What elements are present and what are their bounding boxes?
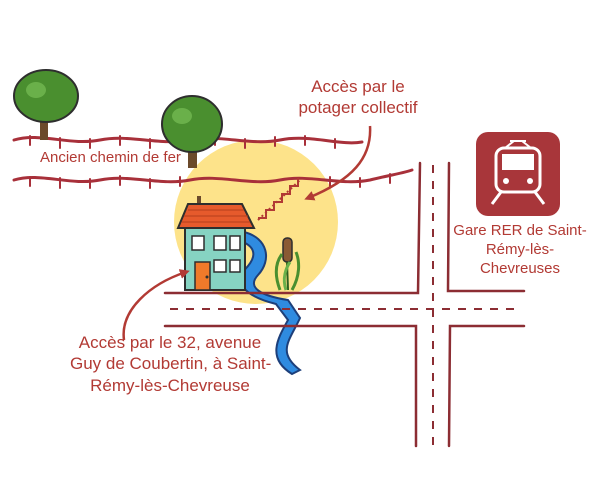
rer-station-line-1: Gare RER de Saint-: [453, 222, 587, 239]
road-center-dashes: [170, 165, 520, 446]
garden-access-line-2: potager collectif: [298, 98, 418, 118]
rer-station-line-3: Chevreuses: [479, 259, 561, 277]
street-access-label: Accès par le 32, avenue Guy de Coubertin…: [70, 332, 272, 396]
garden-access-line-1: Accès par le: [311, 77, 405, 96]
cattail-icon: [274, 237, 301, 291]
arrow-icon: [122, 269, 190, 341]
road-network: [163, 161, 526, 448]
street-access-line-1: Accès par le 32, avenue: [78, 333, 262, 352]
garden-access-label: Accès par le potager collectif: [278, 76, 438, 119]
train-icon: [476, 132, 560, 216]
old-railway-label: Ancien chemin de fer: [40, 149, 181, 168]
street-access-line-2: Guy de Coubertin, à Saint-: [70, 354, 272, 374]
rer-station-line-2: Rémy-lès-: [485, 240, 555, 258]
old-railway-text: Ancien chemin de fer: [40, 149, 181, 166]
house-icon: [176, 196, 256, 291]
street-access-line-3: Rémy-lès-Chevreuse: [90, 375, 250, 395]
arrow-icon: [304, 125, 372, 201]
rer-station-label: Gare RER de Saint- Rémy-lès- Chevreuses: [450, 222, 590, 278]
stairs-icon: [257, 178, 301, 221]
tree-icon: [13, 69, 79, 140]
stream-icon: [234, 230, 302, 376]
tree-icon: [161, 95, 223, 168]
